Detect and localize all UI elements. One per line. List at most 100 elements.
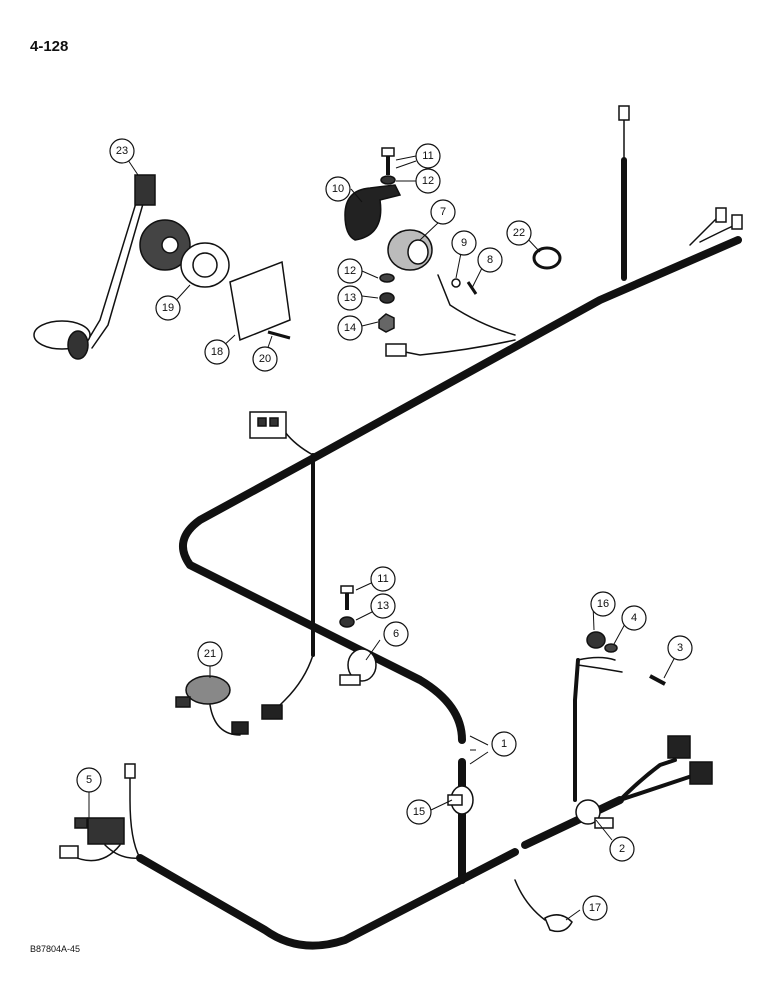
callout-9: 9 — [451, 230, 477, 256]
callout-13-upper: 13 — [337, 285, 363, 311]
callout-1-label: 1 — [501, 738, 507, 750]
callouts: 1 2 3 4 5 6 7 8 9 10 11 11 12 12 13 13 1… — [76, 138, 693, 921]
washer-upper — [380, 175, 396, 185]
callout-18-label: 18 — [211, 346, 223, 358]
wire-lower-terminal — [577, 656, 616, 661]
callout-7: 7 — [430, 199, 456, 225]
switch-connector-b — [231, 721, 249, 735]
screw — [267, 330, 291, 340]
washer-middle — [339, 616, 355, 628]
page-number: 4-128 — [30, 38, 69, 55]
harness-lower-wire-a — [573, 658, 580, 802]
tie-strap — [544, 914, 573, 933]
callout-2: 2 — [609, 836, 635, 862]
fuel-sender-arm-b — [91, 189, 148, 349]
callout-8-label: 8 — [487, 254, 493, 266]
callout-11-middle-label: 11 — [377, 573, 388, 585]
pressure-switch — [175, 675, 231, 708]
relay-block — [74, 817, 125, 845]
callout-17: 17 — [582, 895, 608, 921]
bolt-upper — [381, 147, 395, 175]
callout-13-middle-label: 13 — [377, 600, 389, 612]
callout-23-label: 23 — [116, 145, 128, 157]
switch-connector-a — [261, 704, 283, 720]
horn — [387, 229, 433, 271]
callout-21-label: 21 — [204, 648, 216, 660]
washer-lower — [379, 273, 395, 283]
connector-block — [249, 411, 287, 439]
mounting-plate — [229, 260, 291, 342]
callout-1: 1 — [491, 731, 517, 757]
callout-10: 10 — [325, 176, 351, 202]
callout-3-label: 3 — [677, 642, 683, 654]
wire-ground-left — [129, 774, 141, 859]
callout-12-upper: 12 — [415, 168, 441, 194]
callout-19: 19 — [155, 295, 181, 321]
plug-connector-a — [667, 735, 691, 759]
grommet — [532, 246, 562, 270]
harness-lower-wire-c — [618, 773, 697, 802]
callout-11-middle: 11 — [370, 566, 396, 592]
callout-4-label: 4 — [631, 612, 637, 624]
callout-4: 4 — [621, 605, 647, 631]
callout-22: 22 — [506, 220, 532, 246]
wire-relay — [104, 844, 141, 859]
callout-22-label: 22 — [513, 227, 525, 239]
wire-sender-b — [404, 339, 516, 356]
wire-connector-a — [284, 431, 314, 456]
harness-clip-right — [575, 799, 614, 829]
callout-20-label: 20 — [259, 353, 271, 365]
callout-16: 16 — [590, 591, 616, 617]
washer-right — [604, 643, 618, 653]
clamp — [344, 184, 402, 241]
fuel-sender-arm — [84, 189, 141, 346]
nut-right — [586, 631, 606, 649]
terminal-top — [618, 105, 630, 121]
callout-17-label: 17 — [589, 902, 601, 914]
terminal-ring-left — [385, 343, 407, 357]
wire-loop-17 — [514, 879, 546, 921]
callout-6: 6 — [383, 621, 409, 647]
callout-2-label: 2 — [619, 843, 625, 855]
callout-11-upper-label: 11 — [422, 150, 433, 162]
callout-15-label: 15 — [413, 806, 425, 818]
callout-16-label: 16 — [597, 598, 609, 610]
callout-5: 5 — [76, 767, 102, 793]
callout-14-label: 14 — [344, 322, 356, 334]
terminal-top-right-a — [715, 207, 727, 223]
nut — [378, 313, 395, 333]
callout-13-upper-label: 13 — [344, 292, 356, 304]
callout-14: 14 — [337, 315, 363, 341]
wire-switch — [274, 654, 314, 711]
wire-lower-terminal-b — [577, 664, 623, 673]
fuel-level-sender — [33, 174, 191, 360]
main-harness — [136, 157, 742, 950]
small-washer — [451, 278, 461, 288]
harness-main-trunk — [178, 236, 742, 744]
lock-washer — [379, 292, 395, 304]
callout-7-label: 7 — [440, 206, 446, 218]
callout-3: 3 — [667, 635, 693, 661]
callout-12-lower-label: 12 — [344, 265, 356, 277]
callout-23: 23 — [109, 138, 135, 164]
plug-connector-b — [689, 761, 713, 785]
callout-6-label: 6 — [393, 628, 399, 640]
callout-5-label: 5 — [86, 774, 92, 786]
harness-clip-upper — [339, 648, 377, 686]
parts — [33, 105, 743, 933]
bolt-right — [649, 674, 666, 686]
terminal-relay-ring — [59, 845, 79, 859]
callout-15: 15 — [406, 799, 432, 825]
callout-12-lower: 12 — [337, 258, 363, 284]
terminal-top-right-b — [731, 214, 743, 230]
wire-sender-a — [437, 274, 516, 336]
terminal-ground-left — [124, 763, 136, 779]
harness-right-branch — [521, 796, 624, 849]
callout-10-label: 10 — [332, 183, 344, 195]
callout-11-upper: 11 — [415, 143, 441, 169]
callout-20: 20 — [252, 346, 278, 372]
callout-19-label: 19 — [162, 302, 174, 314]
gasket — [180, 242, 230, 288]
